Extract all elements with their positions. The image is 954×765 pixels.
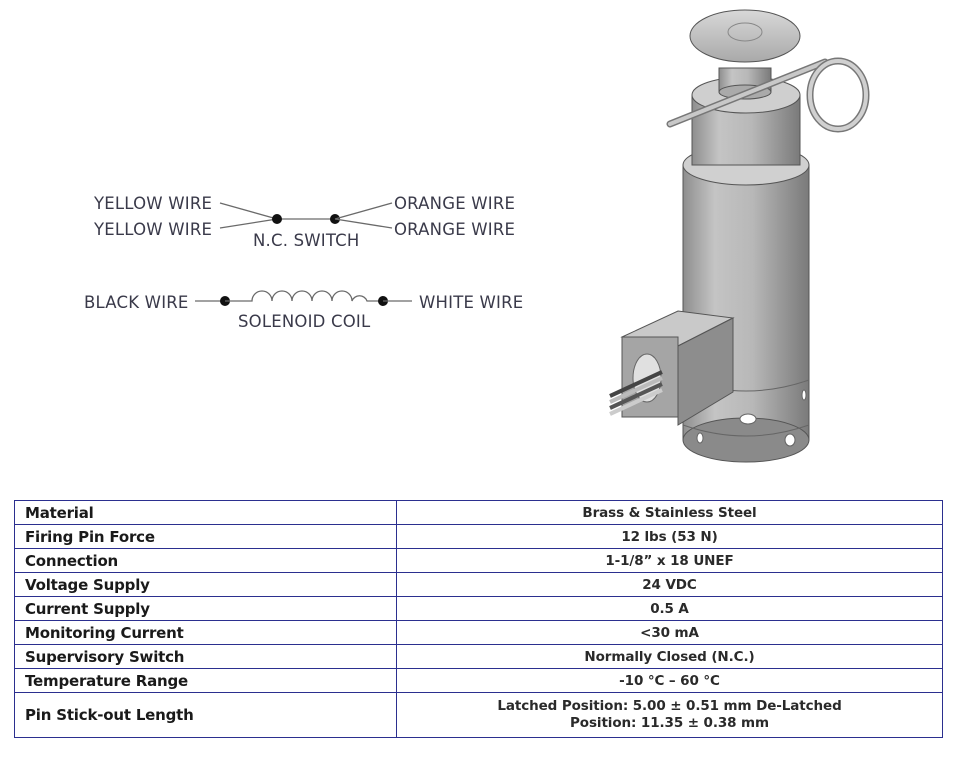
solenoid-coil-symbol: [225, 290, 383, 302]
table-row: Connection 1-1/8” x 18 UNEF: [14, 548, 943, 573]
table-row: Firing Pin Force 12 lbs (53 N): [14, 524, 943, 549]
spec-value: 12 lbs (53 N): [396, 524, 943, 549]
spec-label: Voltage Supply: [14, 572, 397, 597]
spec-label: Connection: [14, 548, 397, 573]
orange-wire-line-bottom: [334, 218, 393, 229]
nc-switch-label: N.C. SWITCH: [253, 231, 360, 250]
spec-value: 24 VDC: [396, 572, 943, 597]
yellow-wire-line-top: [219, 202, 278, 220]
actuator-body: [682, 144, 810, 463]
spec-value: Normally Closed (N.C.): [396, 644, 943, 669]
spec-label: Material: [14, 500, 397, 525]
spec-value-line-2: Position: 11.35 ± 0.38 mm: [570, 715, 769, 731]
solenoid-actuator-image: [609, 9, 870, 463]
switch-terminal-left: [272, 214, 282, 224]
spec-value: -10 °C – 60 °C: [396, 668, 943, 693]
wiring-diagram: YELLOW WIRE YELLOW WIRE ORANGE WIRE ORAN…: [84, 194, 523, 331]
specifications-table: Material Brass & Stainless Steel Firing …: [14, 500, 943, 738]
yellow-wire-label-bottom: YELLOW WIRE: [93, 220, 212, 239]
solenoid-coil-label: SOLENOID COIL: [238, 312, 371, 331]
spec-label: Supervisory Switch: [14, 644, 397, 669]
spec-label: Firing Pin Force: [14, 524, 397, 549]
vent-hole: [784, 433, 796, 447]
spec-value: Brass & Stainless Steel: [396, 500, 943, 525]
yellow-wire-label-top: YELLOW WIRE: [93, 194, 212, 213]
spec-label: Monitoring Current: [14, 620, 397, 645]
table-row: Monitoring Current <30 mA: [14, 620, 943, 645]
spec-value: 0.5 A: [396, 596, 943, 621]
orange-wire-label-bottom: ORANGE WIRE: [394, 220, 515, 239]
table-row: Current Supply 0.5 A: [14, 596, 943, 621]
vent-hole: [739, 413, 757, 425]
vent-hole: [801, 389, 807, 401]
spec-label: Pin Stick-out Length: [14, 692, 397, 738]
wire-connector-block: [609, 310, 735, 426]
wire-bundle: [609, 370, 663, 416]
white-wire-label: WHITE WIRE: [419, 293, 523, 312]
black-wire-label: BLACK WIRE: [84, 293, 189, 312]
table-row: Temperature Range -10 °C – 60 °C: [14, 668, 943, 693]
safety-pin: [666, 57, 870, 133]
table-row: Pin Stick-out Length Latched Position: 5…: [14, 692, 943, 738]
vent-hole: [696, 432, 704, 444]
spec-value: 1-1/8” x 18 UNEF: [396, 548, 943, 573]
table-row: Voltage Supply 24 VDC: [14, 572, 943, 597]
orange-wire-line-top: [334, 202, 393, 220]
spec-value: Latched Position: 5.00 ± 0.51 mm De-Latc…: [396, 692, 943, 738]
spec-value: <30 mA: [396, 620, 943, 645]
orange-wire-label-top: ORANGE WIRE: [394, 194, 515, 213]
spec-label: Temperature Range: [14, 668, 397, 693]
spec-value-line-1: Latched Position: 5.00 ± 0.51 mm De-Latc…: [497, 698, 842, 714]
spec-label: Current Supply: [14, 596, 397, 621]
table-row: Material Brass & Stainless Steel: [14, 500, 943, 525]
table-row: Supervisory Switch Normally Closed (N.C.…: [14, 644, 943, 669]
yellow-wire-line-bottom: [219, 218, 278, 229]
